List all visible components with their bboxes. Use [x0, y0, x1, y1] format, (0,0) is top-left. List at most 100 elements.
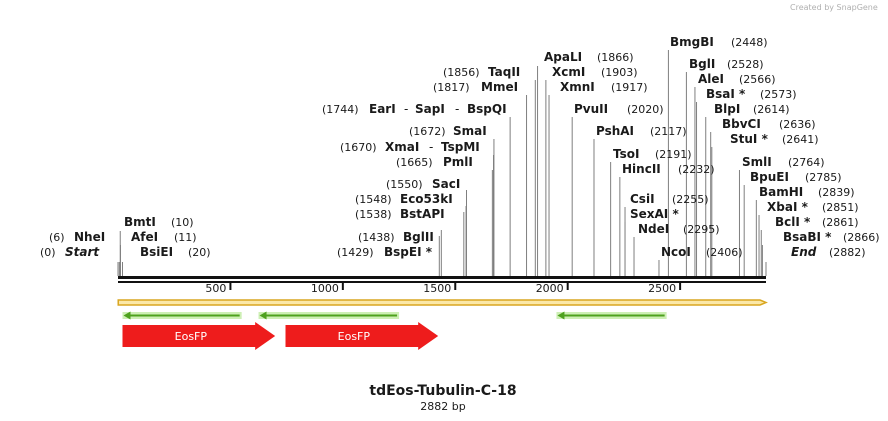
ruler-tick-label: 2500	[648, 282, 676, 295]
site-eco53ki: Eco53kI(1548)	[355, 192, 453, 206]
site-position: (0)	[40, 246, 56, 259]
site-position: (1550)	[386, 178, 423, 191]
ruler-tick-label: 2000	[536, 282, 564, 295]
site-ndei: NdeI (2295)	[638, 222, 720, 236]
feature-arrow: EosFP	[285, 322, 439, 350]
site-position: (2573)	[760, 88, 797, 101]
site-position: (2191)	[655, 148, 692, 161]
site-bpuei: BpuEI(2785)	[750, 170, 842, 184]
site-position: (1672)	[409, 125, 446, 138]
site-position: (2839)	[818, 186, 855, 199]
site-end: End(2882)	[791, 245, 866, 259]
site-bsabi: BsaBI *(2866)	[783, 230, 880, 244]
site-name: Start	[65, 245, 100, 259]
snapgene-credit: Created by SnapGene	[790, 3, 878, 12]
site-name: SmaI	[453, 124, 487, 138]
ruler-tick-label: 1000	[311, 282, 339, 295]
site-name: BamHI	[759, 185, 803, 199]
site-name: BmtI	[124, 215, 156, 229]
site-nhei: NheI(6)	[49, 230, 105, 244]
site-bstapi: BstAPI (1538)	[355, 207, 445, 221]
sequence-backbone	[118, 276, 766, 283]
site-position: (1856)	[443, 66, 480, 79]
site-ncoi: NcoI(2406)	[661, 245, 743, 259]
site-labels: Start (0) NheI(6) BmtI (10) AfeI (11)BsiEI (20)…	[40, 35, 880, 259]
site-name: XcmI	[552, 65, 585, 79]
site-name: BlpI	[714, 102, 740, 116]
site-position: (2232)	[678, 163, 715, 176]
site-name: BsaI *	[706, 87, 746, 101]
site-position: (2851)	[822, 201, 859, 214]
ruler-tick-label: 1500	[423, 282, 451, 295]
site-name: StuI *	[730, 132, 769, 146]
site-afei: AfeI (11)	[131, 230, 197, 244]
site-pshai: PshAI (2117)	[596, 124, 687, 138]
feature-track: EosFP EosFP	[122, 322, 439, 350]
site-name: NheI	[74, 230, 105, 244]
site-bcli: BclI *(2861)	[775, 215, 859, 229]
site-bmgbi: BmgBI(2448)	[670, 35, 768, 49]
feature-arrow: EosFP	[122, 322, 276, 350]
site-position: (11)	[174, 231, 197, 244]
site-name: SexAI *	[630, 207, 679, 221]
site-bamhi: BamHI (2839)	[759, 185, 855, 199]
site-position: (1903)	[601, 66, 638, 79]
site-name: XmaI	[385, 140, 419, 154]
site-position: (1665)	[396, 156, 433, 169]
backbone-bottom	[118, 281, 766, 283]
site-name: BspEI *	[384, 245, 433, 259]
orf-arrowhead	[557, 311, 565, 320]
orf-arrow	[122, 311, 242, 320]
site-pvuii: PvuII(2020)	[574, 102, 664, 116]
feature-label: EosFP	[175, 330, 208, 343]
site-csii: CsiI(2255)	[630, 192, 709, 206]
site-position: (1817)	[433, 81, 470, 94]
site-position: (2117)	[650, 125, 687, 138]
site-start: Start (0)	[40, 245, 100, 259]
site-position: (2295)	[683, 223, 720, 236]
site-position: (20)	[188, 246, 211, 259]
site-name: PvuII	[574, 102, 608, 116]
site-pmli: PmlI(1665)	[396, 155, 473, 169]
site-name: XbaI *	[767, 200, 809, 214]
site-name: XmnI	[560, 80, 595, 94]
site-name: NdeI	[638, 222, 669, 236]
map-title: tdEos-Tubulin-C-18	[369, 383, 516, 399]
site-name: NcoI	[661, 245, 691, 259]
orf-arrow	[258, 311, 400, 320]
site-name: TsoI	[613, 147, 639, 161]
site-alei: AleI(2566)	[698, 72, 776, 86]
site-position: (1866)	[597, 51, 634, 64]
alias-dash: -	[429, 140, 433, 154]
site-tsoi: TsoI (2191)	[613, 147, 692, 161]
site-name: BclI *	[775, 215, 811, 229]
site-position: (1429)	[337, 246, 374, 259]
site-alias-tspmi: TspMI	[441, 140, 480, 154]
site-position: (1670)	[340, 141, 377, 154]
site-position: (2866)	[843, 231, 880, 244]
site-name: AfeI	[131, 230, 158, 244]
site-position: (10)	[171, 216, 194, 229]
site-name: ApaLI	[544, 50, 582, 64]
site-name: MmeI	[481, 80, 518, 94]
site-position: (2764)	[788, 156, 825, 169]
map-length: 2882 bp	[420, 400, 465, 413]
site-smli: SmlI(2764)	[742, 155, 825, 169]
site-name: BsiEI	[140, 245, 173, 259]
site-position: (1538)	[355, 208, 392, 221]
feature-label: EosFP	[338, 330, 371, 343]
site-saci: SacI(1550)	[386, 177, 460, 191]
site-bglii: BglII(1438)	[358, 230, 434, 244]
site-position: (2255)	[672, 193, 709, 206]
site-name: End	[791, 245, 817, 259]
site-name: EarI	[369, 102, 396, 116]
site-name: BmgBI	[670, 35, 714, 49]
site-name: BstAPI	[400, 207, 445, 221]
site-taqii: TaqII(1856)	[443, 65, 520, 79]
site-name: PshAI	[596, 124, 634, 138]
site-xbai: XbaI * (2851)	[767, 200, 859, 214]
alias-dash: -	[455, 102, 459, 116]
primer-span-arrow	[117, 299, 768, 306]
site-stui: StuI *(2641)	[730, 132, 819, 146]
site-position: (2528)	[727, 58, 764, 71]
